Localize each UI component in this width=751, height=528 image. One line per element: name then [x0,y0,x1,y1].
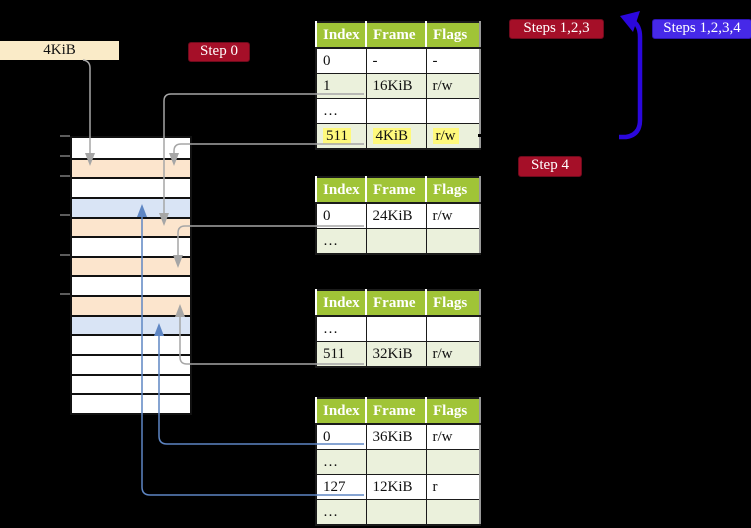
tick-mark [60,175,70,177]
tick-mark [60,214,70,216]
table-row-highlighted: 511 4KiB r/w [315,123,481,150]
index-cell: … [323,453,338,470]
column-header-flags: Flags [425,398,480,425]
memory-row [72,138,190,158]
frame-cell: 36KiB [372,428,413,445]
index-cell: 0 [323,52,331,69]
flags-cell: r/w [432,428,453,445]
page-table-level-3: Index Frame Flags … 511 32KiB r/w [315,289,481,368]
step4-badge: Step 4 [518,156,582,177]
column-header-index: Index [315,398,366,425]
column-header-frame: Frame [365,22,426,49]
flags-cell: - [432,52,438,69]
table-row: 1 16KiB r/w [315,73,481,99]
frame-cell: - [372,52,378,69]
memory-row [72,393,190,413]
tick-mark [60,155,70,157]
flags-cell: r/w [432,345,453,362]
frame-cell: 32KiB [372,345,413,362]
index-cell: 0 [323,428,331,445]
memory-row [72,236,190,256]
table-row: 0 36KiB r/w [315,423,481,450]
table-row: 0 - - [315,47,481,74]
memory-row [72,334,190,355]
column-header-frame: Frame [365,398,426,425]
page-table-level-4: Index Frame Flags 0 36KiB r/w … 127 12Ki… [315,397,481,526]
tick-mark [60,135,70,137]
table-row: 127 12KiB r [315,474,481,500]
index-cell: … [323,232,338,249]
memory-row [72,255,190,276]
frame-cell: 24KiB [372,207,413,224]
memory-row [72,216,190,237]
table-row: … [315,449,481,475]
table-row: 0 24KiB r/w [315,202,481,229]
steps-1234-badge: Steps 1,2,3,4 [652,19,751,39]
tick-mark [60,254,70,256]
steps-123-badge: Steps 1,2,3 [509,19,604,39]
flags-cell: r/w [432,77,453,94]
table-row: 511 32KiB r/w [315,341,481,368]
table-row: … [315,499,481,526]
memory-row [72,295,190,315]
column-header-frame: Frame [365,290,426,317]
index-cell: … [323,320,338,337]
page-table-level-1: Index Frame Flags 0 - - 1 16KiB r/w … 51… [315,21,481,150]
column-header-flags: Flags [425,22,480,49]
column-header-index: Index [315,290,366,317]
arrowhead-upleft-icon [620,11,640,32]
index-cell: 127 [323,478,346,495]
column-header-frame: Frame [365,177,426,204]
memory-row [72,157,190,178]
frame-cell: 16KiB [372,77,413,94]
memory-row [72,314,190,335]
loop-arrow [619,17,643,140]
physical-memory-strip [70,136,192,415]
flags-cell: r [432,478,438,495]
step0-badge: Step 0 [188,42,250,62]
tick-mark [60,293,70,295]
frame-address-label: 4KiB [0,41,119,60]
index-cell: 1 [323,77,331,94]
frame-cell: 12KiB [372,478,413,495]
memory-row [72,196,190,217]
flags-cell: r/w [432,127,459,144]
index-cell: 0 [323,207,331,224]
column-header-index: Index [315,22,366,49]
flags-cell: r/w [432,207,453,224]
table-row: … [315,315,481,342]
index-cell: … [323,503,338,520]
frame-cell: 4KiB [372,127,412,144]
memory-row [72,275,190,296]
column-header-flags: Flags [425,177,480,204]
memory-row [72,354,190,374]
index-cell: 511 [323,127,351,144]
table-row: … [315,98,481,124]
index-cell: 511 [323,345,345,362]
table-row: … [315,228,481,255]
column-header-flags: Flags [425,290,480,317]
index-cell: … [323,102,338,119]
memory-row [72,177,190,197]
memory-row [72,373,190,394]
column-header-index: Index [315,177,366,204]
page-table-level-2: Index Frame Flags 0 24KiB r/w … [315,176,481,255]
